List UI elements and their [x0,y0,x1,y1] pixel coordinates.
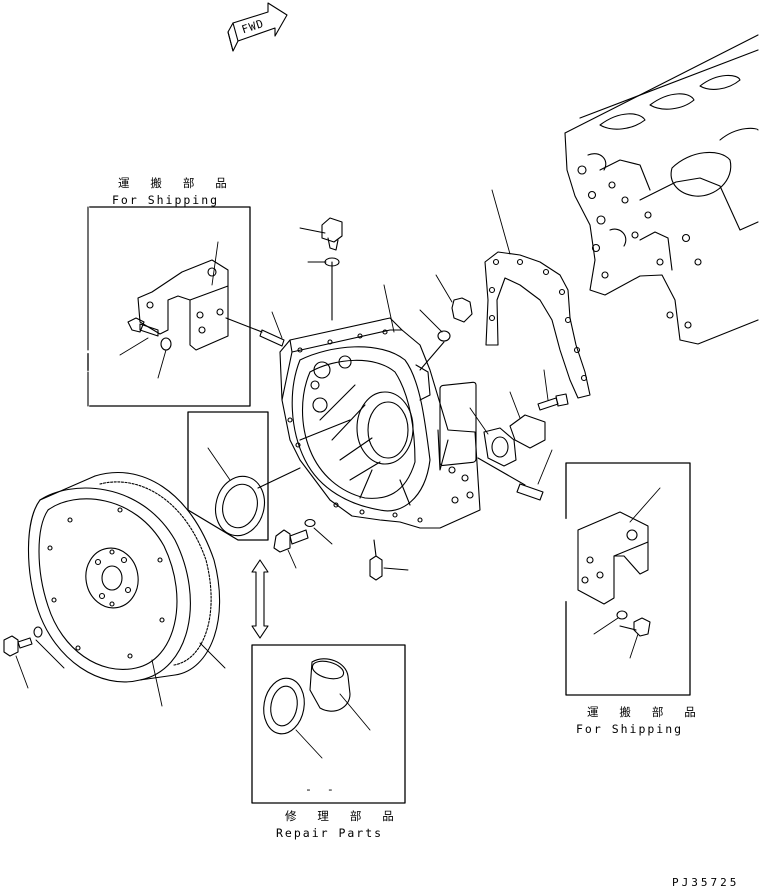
shipping-right-jp-label: 運 搬 部 品 [587,705,703,719]
housing-bolt [274,520,315,553]
shipping-bracket-right [578,512,650,636]
oil-seal [209,468,300,541]
cover-plate [484,415,545,466]
shipping-box-left [88,207,250,406]
flywheel [28,473,219,682]
gasket [485,252,590,398]
flywheel-bolt [4,627,42,656]
plug-bolt [322,218,342,320]
oil-plug [420,298,472,370]
grease-fitting [370,540,382,580]
dowel-pin [478,458,543,500]
shipping-left-en-label: For Shipping [112,193,220,207]
repair-dash-label: - - [305,782,338,796]
repair-seal [259,658,350,737]
shipping-bracket-left [128,260,228,350]
fwd-arrow-icon [228,3,287,51]
repair-parts-box [252,645,405,803]
shipping-left-jp-label: 運 搬 部 品 [118,176,234,190]
double-arrow-icon [252,560,268,638]
shipping-box-right [566,463,690,695]
drawing-code: PJ35725 [672,876,740,889]
repair-en-label: Repair Parts [276,826,384,840]
repair-jp-label: 修 理 部 品 [285,809,401,823]
engine-block [565,35,758,344]
bolt [538,394,568,410]
flywheel-housing [280,318,480,528]
oil-seal-box [188,412,268,540]
leader-lines [16,190,660,758]
shipping-right-en-label: For Shipping [576,722,684,736]
dowel-pin-left [226,318,284,346]
